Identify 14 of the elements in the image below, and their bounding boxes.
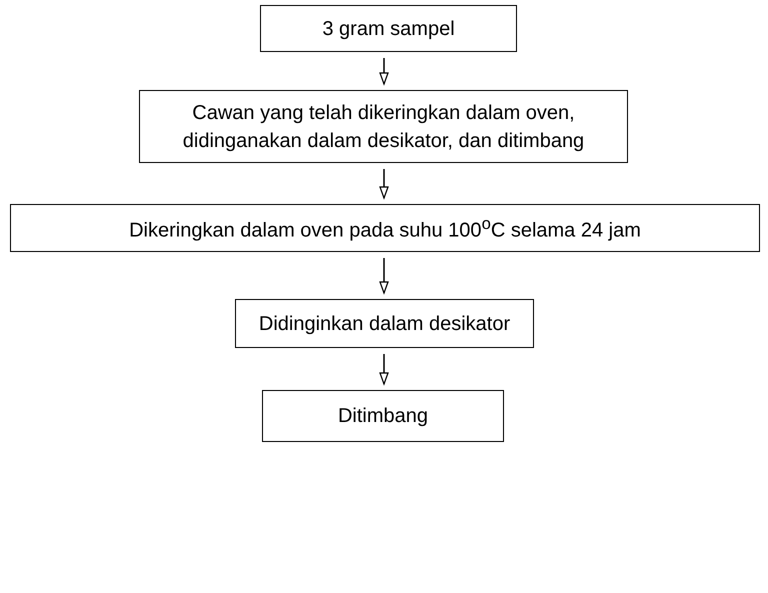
process-box (260, 5, 517, 52)
process-box (235, 299, 534, 348)
step-text: 3 gram sampel (322, 16, 455, 42)
arrow (379, 58, 389, 85)
step-text: Dikeringkan dalam oven pada suhu 100$^{o}$C selama 24 jam (129, 212, 641, 244)
arrow (379, 258, 389, 294)
process-box (262, 390, 504, 442)
process-box (10, 204, 760, 252)
step-text: Cawan yang telah dikeringkan dalam oven, didinganakan dalam desikator, dan ditimbang (182, 100, 586, 154)
process-box (139, 90, 628, 163)
step-text: Didinginkan dalam desikator (258, 312, 510, 336)
arrow (379, 354, 389, 385)
step-text: Ditimbang (338, 404, 428, 429)
arrow (379, 169, 389, 199)
